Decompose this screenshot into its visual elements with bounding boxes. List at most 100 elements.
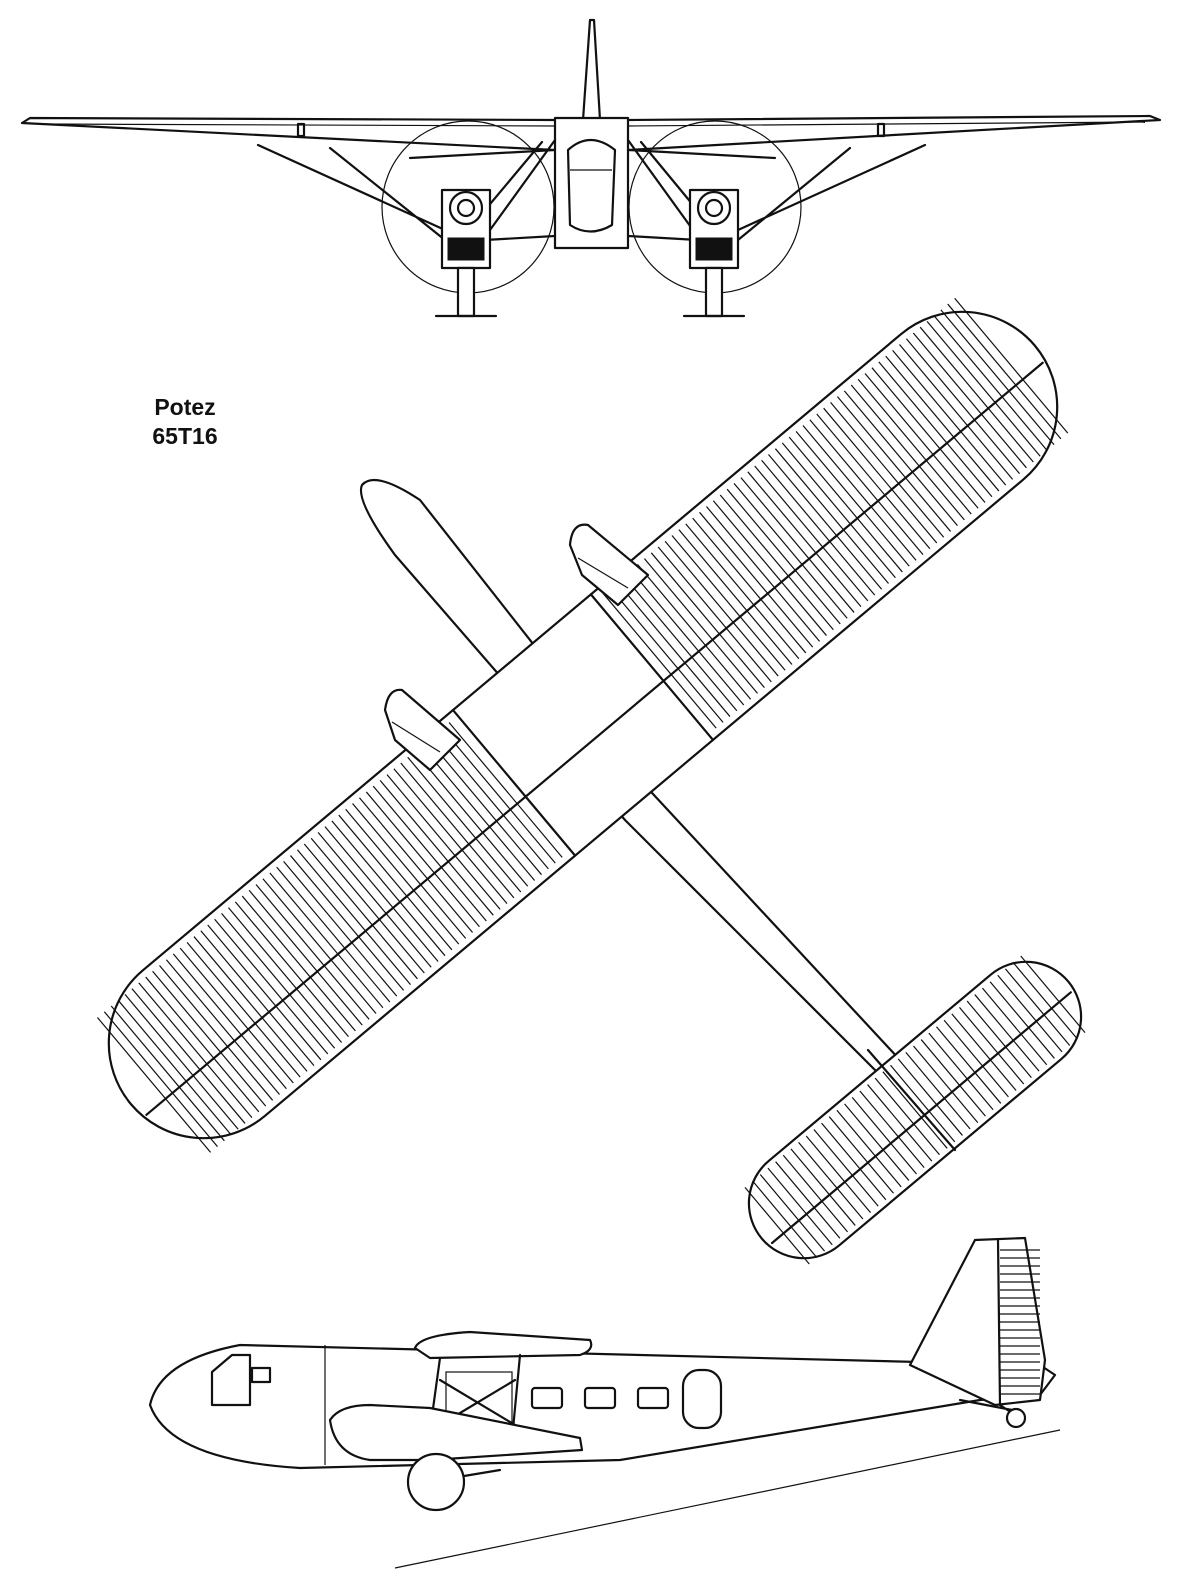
rib-line: [172, 953, 287, 1090]
rib-line: [974, 994, 1040, 1072]
rib-line: [296, 849, 411, 985]
rib-line: [782, 1154, 849, 1233]
rib-line: [193, 936, 308, 1072]
rib-line: [103, 1011, 218, 1147]
rib-line: [345, 808, 460, 945]
rib-line: [940, 309, 1055, 446]
side-window-3: [636, 1386, 670, 1410]
rib-line: [234, 901, 349, 1038]
rib-line: [913, 1045, 979, 1123]
rib-line: [331, 820, 446, 957]
rib-line: [926, 321, 1041, 457]
rib-line: [186, 941, 301, 1078]
side-view: [148, 1236, 1061, 1569]
rib-line: [857, 378, 972, 515]
side-ground-line: [394, 1429, 1061, 1569]
rib-line: [705, 506, 821, 642]
front-windscreen: [566, 138, 617, 233]
rib-line: [828, 1116, 894, 1194]
rib-line: [1004, 968, 1071, 1046]
side-fin: [908, 1236, 1047, 1407]
front-tailplane: [408, 148, 777, 160]
rib-line: [943, 1019, 1009, 1098]
rib-line: [1012, 962, 1078, 1040]
rib-line: [699, 511, 814, 648]
rib-line: [844, 1103, 910, 1181]
rib-line: [283, 860, 398, 997]
rib-line: [912, 332, 1027, 469]
rib-line: [892, 349, 1007, 486]
aircraft-caption: Potez 65T16: [130, 393, 240, 451]
rib-line: [759, 1174, 826, 1252]
side-main-wheel: [406, 1452, 466, 1512]
rib-line: [393, 768, 508, 904]
rib-line: [878, 361, 993, 498]
rib-line: [989, 981, 1055, 1059]
rib-line: [768, 454, 883, 590]
rib-line: [795, 430, 910, 567]
rib-line: [616, 581, 731, 717]
rib-line: [179, 947, 294, 1084]
side-window-2: [583, 1386, 617, 1410]
rib-line: [276, 866, 391, 1003]
rib-line: [664, 540, 779, 677]
top-engine-right: [568, 523, 650, 607]
rib-line: [678, 529, 793, 665]
rib-line: [712, 500, 827, 636]
rib-line: [414, 751, 529, 887]
rib-line: [781, 442, 896, 579]
rib-line: [767, 1167, 833, 1246]
rib-line: [997, 974, 1063, 1053]
rib-line: [159, 965, 274, 1101]
rib-line: [145, 976, 260, 1113]
rib-line: [96, 1017, 212, 1153]
rib-line: [214, 918, 329, 1055]
rib-line: [421, 745, 536, 881]
rib-line: [602, 592, 717, 729]
rib-line: [740, 477, 855, 613]
rib-line: [352, 803, 467, 939]
rib-line: [124, 994, 239, 1130]
rib-line: [754, 465, 869, 602]
rib-line: [131, 988, 246, 1124]
rib-line: [788, 436, 903, 573]
rib-line: [928, 1032, 994, 1111]
rib-line: [821, 1122, 887, 1201]
top-fin-line: [866, 1048, 957, 1152]
rib-line: [933, 315, 1048, 451]
rib-line: [165, 959, 280, 1095]
rib-line: [372, 785, 487, 922]
rib-line: [117, 999, 232, 1136]
rib-line: [200, 930, 315, 1066]
rib-line: [905, 338, 1020, 474]
rib-line: [761, 459, 876, 596]
top-view: [96, 297, 1086, 1265]
rib-line: [920, 1039, 986, 1117]
rib-line: [802, 425, 917, 561]
rib-line: [744, 1187, 810, 1265]
rib-line: [630, 569, 745, 706]
rib-line: [885, 355, 1000, 492]
rib-line: [798, 1142, 864, 1220]
rib-line: [262, 878, 377, 1014]
rib-line: [871, 367, 986, 503]
side-window-front: [250, 1366, 272, 1384]
front-view: [20, 18, 1162, 318]
rib-line: [643, 558, 758, 694]
rib-line: [227, 907, 343, 1043]
side-cockpit-window: [210, 1353, 252, 1407]
rib-line: [816, 413, 931, 550]
rib-line: [407, 756, 522, 893]
rib-line: [358, 797, 474, 933]
rib-line: [290, 855, 405, 991]
rib-line: [813, 1129, 879, 1207]
side-struts: [426, 1353, 522, 1447]
front-wing-marker-right: [876, 122, 886, 138]
rib-line: [400, 762, 515, 899]
rib-line: [671, 535, 786, 671]
rib-line: [338, 814, 453, 951]
front-wing-right: [626, 114, 1162, 152]
rib-line: [752, 1180, 818, 1258]
rib-line: [775, 1161, 841, 1239]
